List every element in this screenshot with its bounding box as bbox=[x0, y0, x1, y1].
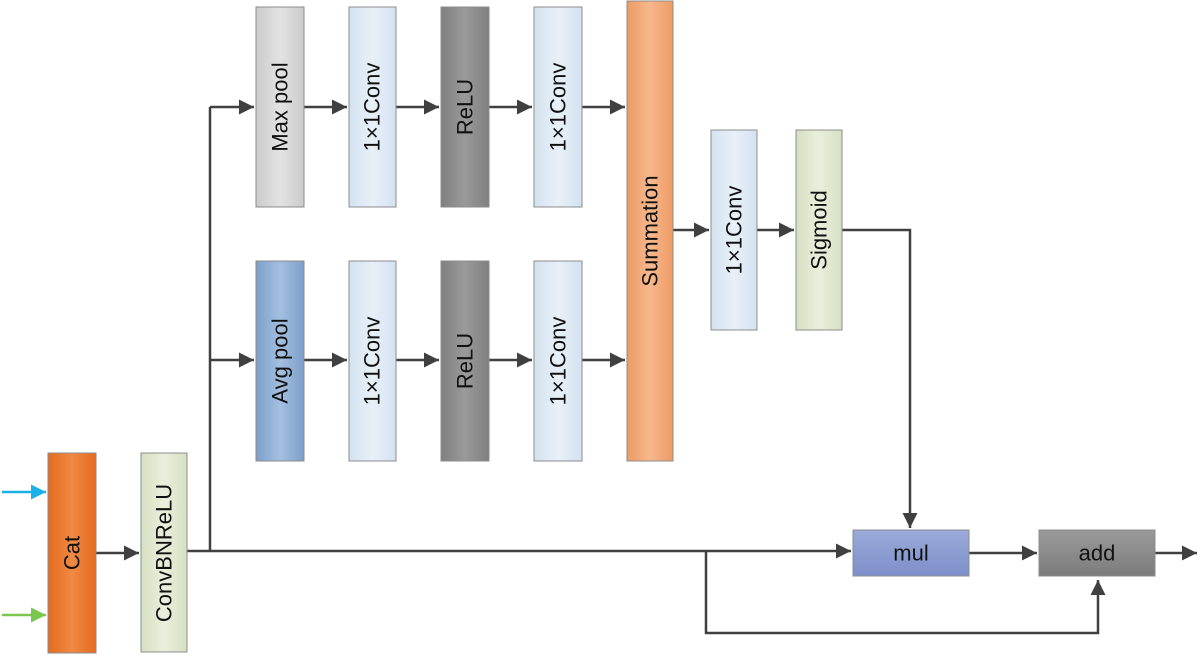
mul-label: mul bbox=[893, 541, 928, 566]
conv-top-1-label: 1×1Conv bbox=[360, 63, 385, 152]
conv-bottom-1-label: 1×1Conv bbox=[360, 317, 385, 406]
block-convbnrelu: ConvBNReLU bbox=[140, 452, 188, 653]
add-label: add bbox=[1079, 541, 1116, 566]
convbnrelu-label: ConvBNReLU bbox=[152, 484, 177, 622]
conv-after-sum-label: 1×1Conv bbox=[722, 186, 747, 275]
conv-top-2-label: 1×1Conv bbox=[546, 63, 571, 152]
cat-label: Cat bbox=[60, 536, 85, 570]
residual-skip-connection bbox=[704, 551, 1106, 635]
block-add: add bbox=[1038, 529, 1156, 577]
block-conv-bottom-2: 1×1Conv bbox=[533, 260, 583, 462]
summation-label: Summation bbox=[638, 175, 663, 286]
block-cat: Cat bbox=[47, 452, 97, 654]
relu-top-label: ReLU bbox=[453, 79, 478, 135]
block-relu-bottom: ReLU bbox=[440, 260, 490, 462]
block-sigmoid: Sigmoid bbox=[795, 129, 843, 331]
block-max-pool: Max pool bbox=[255, 6, 305, 208]
block-conv-top-1: 1×1Conv bbox=[348, 6, 397, 208]
max-pool-label: Max pool bbox=[268, 62, 293, 151]
block-summation: Summation bbox=[626, 0, 674, 462]
relu-bottom-label: ReLU bbox=[453, 333, 478, 389]
block-conv-bottom-1: 1×1Conv bbox=[348, 260, 397, 462]
block-mul: mul bbox=[852, 529, 970, 577]
arrow-sigmoid-to-mul bbox=[842, 228, 918, 528]
block-conv-top-2: 1×1Conv bbox=[533, 6, 583, 208]
block-avg-pool: Avg pool bbox=[255, 260, 305, 462]
conv-bottom-2-label: 1×1Conv bbox=[546, 317, 571, 406]
block-relu-top: ReLU bbox=[440, 6, 490, 208]
avg-pool-label: Avg pool bbox=[268, 318, 293, 403]
block-conv-after-sum: 1×1Conv bbox=[710, 129, 758, 331]
sigmoid-label: Sigmoid bbox=[807, 190, 832, 269]
connectors bbox=[2, 99, 1197, 635]
